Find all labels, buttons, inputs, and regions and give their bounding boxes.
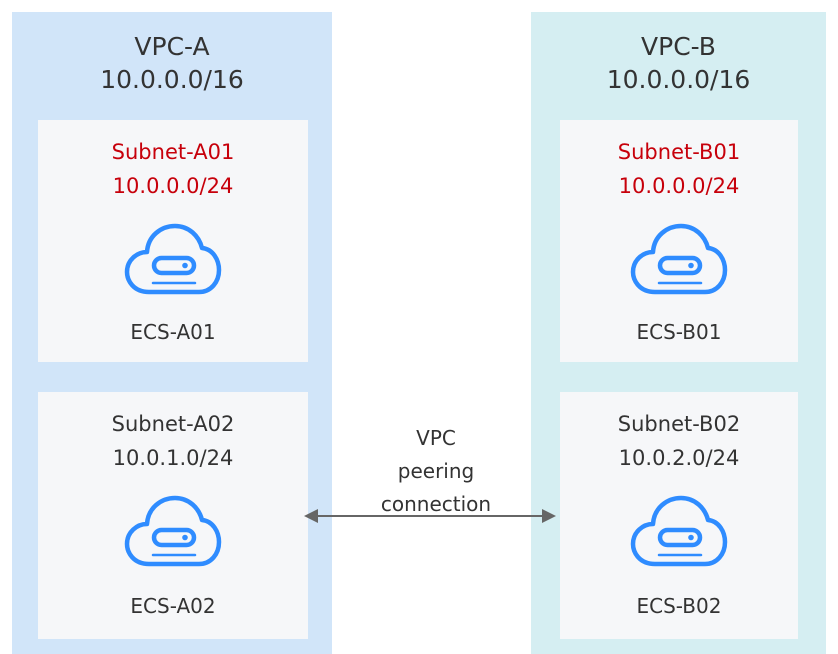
vpc-a-cidr: 10.0.0.0/16 — [100, 65, 244, 94]
peering-label-line3: connection — [380, 492, 492, 516]
subnet-b02-name: Subnet-B02 — [617, 412, 741, 436]
vpc-b-name: VPC-B — [641, 32, 716, 61]
subnet-b02-cidr: 10.0.2.0/24 — [618, 446, 740, 470]
vpc-a-container: VPC-A 10.0.0.0/16 Subnet-A01 10.0.0.0/24… — [12, 12, 332, 654]
subnet-b01-box: Subnet-B01 10.0.0.0/24 ECS-B01 — [560, 120, 798, 362]
ecs-b02-label: ECS-B02 — [636, 594, 722, 618]
ecs-cloud-icon — [629, 492, 729, 568]
subnet-a01-cidr: 10.0.0.0/24 — [112, 174, 234, 198]
subnet-b01-name: Subnet-B01 — [617, 140, 741, 164]
ecs-a01-label: ECS-A01 — [130, 320, 216, 344]
subnet-a01-box: Subnet-A01 10.0.0.0/24 ECS-A01 — [38, 120, 308, 362]
subnet-a02-cidr: 10.0.1.0/24 — [112, 446, 234, 470]
vpc-b-container: VPC-B 10.0.0.0/16 Subnet-B01 10.0.0.0/24… — [531, 12, 826, 654]
vpc-b-cidr: 10.0.0.0/16 — [606, 65, 751, 94]
vpc-a-name: VPC-A — [134, 32, 210, 61]
ecs-b01-label: ECS-B01 — [636, 320, 722, 344]
subnet-a02-box: Subnet-A02 10.0.1.0/24 ECS-A02 — [38, 392, 308, 639]
subnet-b01-cidr: 10.0.0.0/24 — [618, 174, 740, 198]
ecs-a02-label: ECS-A02 — [130, 594, 216, 618]
subnet-a02-name: Subnet-A02 — [111, 412, 235, 436]
subnet-b02-box: Subnet-B02 10.0.2.0/24 ECS-B02 — [560, 392, 798, 639]
double-arrow-icon — [304, 509, 556, 523]
ecs-cloud-icon — [123, 220, 223, 296]
subnet-a01-name: Subnet-A01 — [111, 140, 235, 164]
peering-label-line1: VPC — [416, 426, 456, 450]
ecs-cloud-icon — [629, 220, 729, 296]
ecs-cloud-icon — [123, 492, 223, 568]
peering-label-line2: peering — [397, 459, 475, 483]
